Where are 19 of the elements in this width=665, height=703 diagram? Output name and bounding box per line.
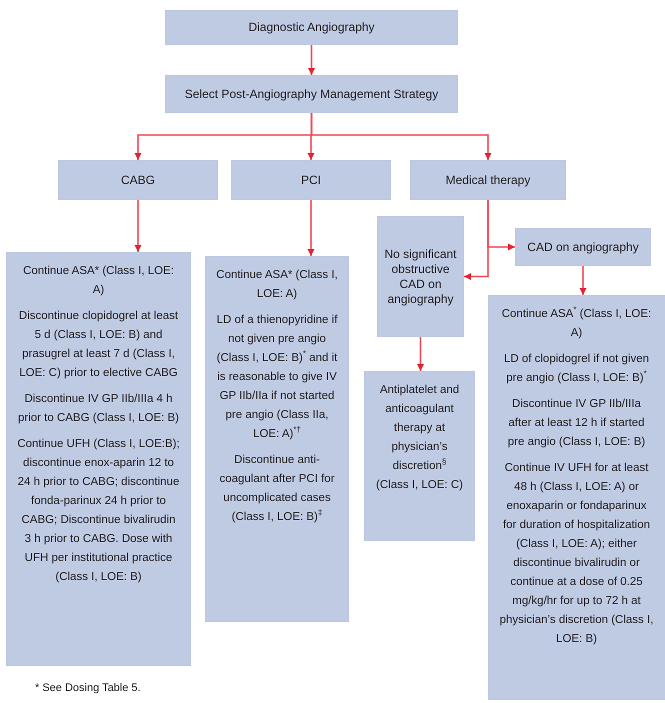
- recommendation-box: Antiplatelet and anticoagulant therapy at physician’s discretion$^{§}$ (Class I, LOE: C): [364, 371, 475, 541]
- process-box: Medical therapy: [410, 160, 566, 200]
- process-box: No significant obstructive CAD on angiography: [377, 216, 464, 337]
- arrow: [308, 45, 315, 75]
- arrow: [580, 266, 586, 295]
- recommendation-box: Continue ASA* (Class I, LOE: A) Discontinue clopidogrel at least 5 d (Class I, LOE: B) and prasugrel at least 7 d (Class I, LOE: C) prior to elective CABG Discontinue IV GP IIb/IIIa 4 h prior to CABG (Class I, LOE: B) Continue UFH (Class I, LOE:B); discontinue enox-aparin 12 to 24 h prior to CABG; discontinue fonda-parinux 24 h prior to CABG; Discontinue bivalirudin 3 h prior to CABG. Dose with UFH per institutional practice (Class I, LOE: B): [6, 252, 191, 666]
- recommendation-box: Continue ASA$^{*}$ (Class I, LOE: A) LD of clopidogrel if not given pre angio (Class I, LOE: B)$^{*}$ Discontinue IV GP IIb/IIIa after at least 12 h if started pre angio (Class I, LOE: B) Continue IV UFH for at least 48 h (Class I, LOE: A) or enoxaparin or fondaparinux for duration of hospitalization (Class I, LOE: A); either discontinue bivalirudin or continue at a dose of 0.25 mg/kg/hr for up to 72 h at physician’s discretion (Class I, LOE: B): [488, 295, 665, 700]
- process-box: Select Post-Angiography Management Strategy: [165, 75, 458, 113]
- arrow: [487, 200, 515, 250]
- process-box: CAD on angiography: [515, 228, 651, 266]
- process-box: PCI: [231, 160, 391, 200]
- recommendation-box: Continue ASA* (Class I, LOE: A) LD of a thienopyridine if not given pre angio (Class I, LOE: B)$^{*}$ and it is reasonable to give IV GP IIb/IIa if not started pre angio (Class IIa, LOE: A)$^{*†}$ Discontinue anti-coagulant after PCI for uncomplicated cases (Class I, LOE: B)$^{‡}$: [205, 256, 349, 622]
- arrow: [134, 200, 142, 252]
- process-box: Diagnostic Angiography: [165, 10, 458, 45]
- footnote: * See Dosing Table 5.: [35, 682, 141, 694]
- process-box: CABG: [58, 160, 218, 200]
- arrow: [310, 113, 492, 160]
- arrow: [417, 337, 424, 371]
- arrow: [308, 200, 314, 256]
